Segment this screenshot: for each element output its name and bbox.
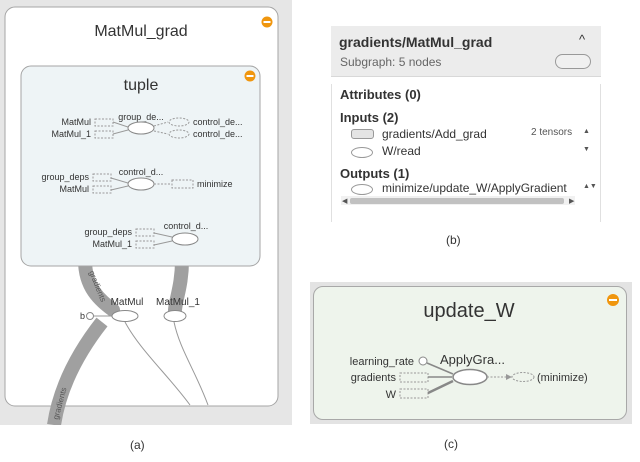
- group1-node-label: group_de...: [118, 112, 164, 122]
- edge-w: [427, 379, 454, 395]
- node-subtitle: Subgraph: 5 nodes: [340, 55, 442, 69]
- group2-in2-label: MatMul: [59, 184, 89, 194]
- tuple-collapse-icon[interactable]: [244, 70, 256, 82]
- group1-out2-label: control_de...: [193, 129, 243, 139]
- group2-edge-in2: [110, 185, 129, 191]
- w-label: W: [386, 389, 397, 401]
- group-2: group_deps MatMul control_d... minimize: [41, 167, 232, 194]
- matmul-label: MatMul: [111, 297, 144, 308]
- group3-edge-in2: [153, 240, 173, 246]
- collapse-caret-icon[interactable]: ^: [579, 32, 586, 47]
- minimize-node[interactable]: [511, 372, 535, 382]
- panel-a: MatMul_grad gradients gradients gradient…: [0, 0, 292, 427]
- group-3: group_deps MatMul_1 control_d...: [84, 221, 208, 249]
- collapse-icon[interactable]: [261, 16, 273, 28]
- group-1: MatMul MatMul_1 group_de... control_de..…: [51, 112, 242, 139]
- group1-edge-in2: [112, 129, 129, 135]
- tuple-title: tuple: [124, 77, 159, 94]
- group1-in2-stub: [94, 130, 114, 139]
- attributes-heading[interactable]: Attributes (0): [340, 87, 421, 102]
- tuple-box[interactable]: [20, 65, 261, 267]
- arrowhead-icon: [506, 374, 512, 380]
- group3-in2-label: MatMul_1: [92, 239, 132, 249]
- group3-edge-in1: [153, 232, 173, 238]
- b-node[interactable]: [86, 312, 94, 320]
- update-w-title: update_W: [423, 300, 514, 322]
- group2-out-stub: [171, 179, 194, 189]
- group1-edge-out2: [153, 130, 169, 135]
- group3-in1-label: group_deps: [84, 227, 132, 237]
- group1-out2-node[interactable]: [168, 129, 190, 139]
- inputs-heading[interactable]: Inputs (2): [340, 110, 399, 125]
- outputs-heading[interactable]: Outputs (1): [340, 166, 410, 181]
- matmul-node[interactable]: [111, 310, 139, 322]
- group2-in1-label: group_deps: [41, 172, 89, 182]
- update-w-box[interactable]: [313, 286, 627, 420]
- gradients-label: gradients: [351, 372, 397, 384]
- node-info-card: gradients/MatMul_grad Subgraph: 5 nodes …: [331, 26, 601, 222]
- group1-in1-label: MatMul: [61, 117, 91, 127]
- gradients-edge-left: [78, 253, 120, 317]
- minimize-label: (minimize): [537, 372, 588, 384]
- gradients-edge-bottom: [47, 317, 108, 427]
- group1-out1-node[interactable]: [168, 117, 190, 127]
- group2-node-label: control_d...: [119, 167, 164, 177]
- group1-node[interactable]: [127, 121, 155, 135]
- input-item-label[interactable]: gradients/Add_grad: [382, 127, 487, 141]
- group1-edge-in1: [112, 121, 129, 128]
- input-item-meta: 2 tensors: [531, 127, 573, 138]
- expand-toggle-button[interactable]: [555, 54, 591, 69]
- output-op-icon: [351, 184, 373, 195]
- update-w-collapse-icon[interactable]: [607, 294, 619, 306]
- apply-node-label: ApplyGra...: [440, 352, 505, 367]
- scroll-left-icon[interactable]: ◀: [342, 198, 348, 205]
- input-series-icon: [351, 129, 374, 139]
- node-title: gradients/MatMul_grad: [339, 34, 493, 50]
- edge-thin-1: [173, 321, 209, 406]
- scroll-right-icon[interactable]: ▶: [569, 198, 575, 205]
- group2-in1-stub: [92, 173, 112, 182]
- input-op-icon: [351, 147, 373, 158]
- group1-edge-out1: [153, 121, 169, 127]
- input-item-label[interactable]: W/read: [382, 144, 421, 158]
- group1-out1-label: control_de...: [193, 117, 243, 127]
- inputs-scroll-down-icon[interactable]: ▼: [583, 146, 590, 153]
- group3-node-label: control_d...: [164, 221, 209, 231]
- group2-out-label: minimize: [197, 179, 233, 189]
- node-info-header: gradients/MatMul_grad Subgraph: 5 nodes …: [331, 26, 601, 77]
- learning-rate-label: learning_rate: [350, 356, 414, 368]
- matmul1-label: MatMul_1: [156, 297, 200, 308]
- matmul-grad-graph: MatMul_grad gradients gradients gradient…: [4, 6, 279, 427]
- caption-a: (a): [130, 438, 145, 452]
- b-label: b: [80, 311, 85, 321]
- card-right-border: [600, 84, 601, 222]
- group3-in1-stub: [135, 228, 155, 237]
- edge-lr: [426, 362, 454, 375]
- gradients-stub: [399, 372, 429, 383]
- w-stub: [399, 388, 429, 399]
- edge-thin-2: [124, 321, 191, 406]
- inputs-scroll-up-icon[interactable]: ▲: [583, 128, 590, 135]
- caption-b: (b): [446, 233, 461, 247]
- group2-edge-in1: [110, 177, 129, 184]
- group1-in2-label: MatMul_1: [51, 129, 91, 139]
- learning-rate-node[interactable]: [418, 356, 428, 366]
- output-item-label[interactable]: minimize/update_W/ApplyGradient: [382, 181, 567, 195]
- caption-c: (c): [444, 437, 458, 451]
- update-w-graph: update_W learning_rate gradients W Apply…: [350, 294, 619, 401]
- scrollbar-thumb[interactable]: [350, 198, 564, 204]
- apply-gradient-node[interactable]: [452, 368, 488, 386]
- group2-node[interactable]: [127, 177, 155, 191]
- panel-c: update_W learning_rate gradients W Apply…: [310, 282, 632, 424]
- matmul-grad-title: MatMul_grad: [94, 23, 187, 40]
- outputs-scroll-icon[interactable]: ▲▼: [583, 183, 597, 190]
- group3-node[interactable]: [171, 232, 199, 246]
- card-left-border: [331, 84, 332, 222]
- matmul1-node[interactable]: [163, 310, 187, 322]
